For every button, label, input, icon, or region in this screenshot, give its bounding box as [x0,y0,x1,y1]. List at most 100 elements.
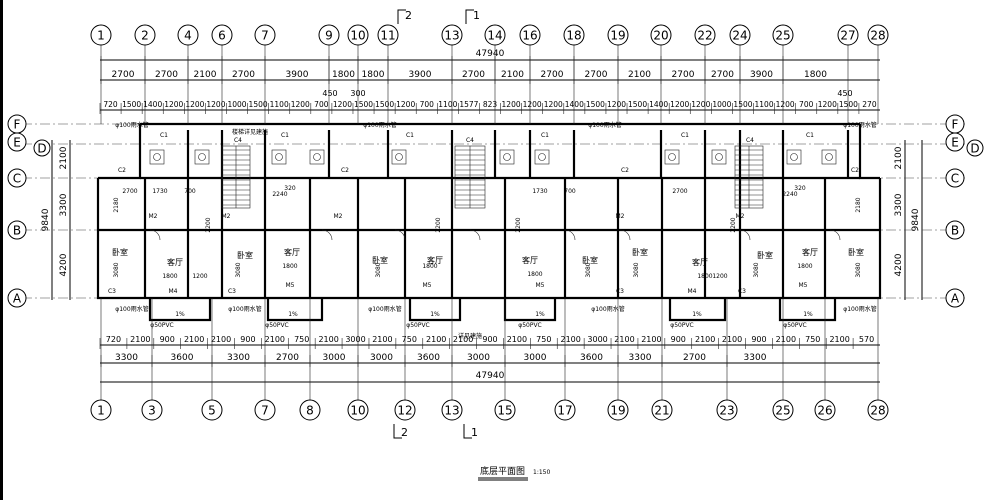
dimension-value: 2100 [776,335,796,344]
dimension-value: 2700 [683,353,706,363]
axis-bubble-bottom: 5 [201,399,223,421]
top-dimension-chains: 47940 [100,49,880,111]
dimension-value: 900 [671,335,686,344]
axis-bubble-bottom: 21 [651,399,673,421]
door-tag: M4 [688,288,697,295]
drain-label: φ100雨水管 [591,305,624,313]
dimension-value: 2700 [711,70,734,80]
drawing-title: 底层平面图 [480,465,525,477]
axis-bubble-top: 1 [90,24,112,46]
axis-label: A [13,292,22,306]
window-tag: C1 [806,132,814,139]
interior-dim: 1800 [797,263,812,270]
axis-label: C [951,172,959,186]
interior-dim: 320 [284,185,296,192]
room-bedroom: 卧室 [848,247,864,257]
pvc-label: φ50PVC [518,322,542,329]
drain-label: φ100雨水管 [588,121,621,129]
dimension-value: 2100 [453,335,473,344]
axis-label: A [951,292,960,306]
dimension-value: 3900 [286,70,309,80]
dimension-value: 1400 [565,100,584,109]
left-dim: 3300 [59,193,69,216]
dimension-value: 2700 [112,70,135,80]
dimension-value: 2100 [722,335,742,344]
axis-bubble-right: B [945,220,965,240]
dimension-value: 2100 [372,335,392,344]
interior-dim: 1800 [422,263,437,270]
axis-bubble-bottom: 23 [716,399,738,421]
axis-label: 28 [870,404,885,418]
dimension-value: 3300 [115,353,138,363]
left-dim: 2100 [59,146,69,169]
interior-dim: 2180 [113,197,120,212]
dimension-value: 1500 [586,100,605,109]
bottom-dimension-chains: 47940 [100,344,880,383]
dimension-value: 1400 [649,100,668,109]
dimension-value: 2100 [561,335,581,344]
slope-label: 1% [535,311,545,318]
dimension-value: 1200 [164,100,183,109]
dimension-value: 823 [483,100,498,109]
axis-label: F [14,118,21,132]
dimension-value: 3000 [467,353,490,363]
window-tag: C1 [541,132,549,139]
axis-bubble-top: 24 [729,24,751,46]
dimension-value: 700 [314,100,329,109]
axis-bubble-right: A [945,288,965,308]
axis-label: 4 [184,29,192,43]
axis-label: B [951,224,959,238]
dimension-value: 1500 [375,100,394,109]
dimension-value: 1500 [839,100,858,109]
axis-bubble-bottom: 15 [494,399,516,421]
dimension-value: 450 [837,89,852,98]
title-block: 底层平面图 1:150 [478,465,550,481]
pvc-label: φ50PVC [670,322,694,329]
window-tag: C2 [118,167,126,174]
axis-label: 28 [870,29,885,43]
room-living: 客厅 [284,247,300,257]
dimension-value: 1800 [804,70,827,80]
dimension-value: 1200 [502,100,521,109]
axis-label: 9 [325,29,333,43]
interior-dim: 1800 [282,263,297,270]
axis-bubble-bottom: 28 [867,399,889,421]
interior-dim: 2180 [855,197,862,212]
dimension-value: 1100 [755,100,774,109]
door-tag: M5 [799,282,808,289]
axis-bubble-top: 7 [254,24,276,46]
axis-label: 24 [732,29,747,43]
drain-label: φ100雨水管 [115,305,148,313]
interior-dim: 3080 [753,262,760,277]
drain-label: φ100雨水管 [843,121,876,129]
left-total-dim: 9840 [41,208,51,231]
axis-label: 6 [218,29,226,43]
balcony-note: 详见建施 [458,332,482,340]
dimension-value: 1400 [143,100,162,109]
dimension-value: 2700 [155,70,178,80]
total-dimension-bottom: 47940 [476,371,505,381]
right-dim: 4200 [894,253,904,276]
axis-label: E [13,136,21,150]
axis-bubble-bottom: 13 [441,399,463,421]
interior-dim: 2200 [515,217,522,232]
dimension-value: 2700 [276,353,299,363]
door-tag: M2 [222,213,231,220]
dimension-value: 700 [799,100,814,109]
door-tag: M5 [536,282,545,289]
window-tag: C3 [616,288,624,295]
dimension-value: 1000 [227,100,246,109]
dimension-value: 3000 [370,353,393,363]
interior-dim: 320 [794,185,806,192]
interior-dim: 700 [184,188,196,195]
door-tag: M2 [149,213,158,220]
axis-label: 13 [444,29,459,43]
axis-label: 3 [148,404,156,418]
interior-dim: 1800 [527,271,542,278]
door-tag: M2 [736,213,745,220]
axis-label: 27 [840,29,855,43]
axis-label: 7 [261,29,269,43]
